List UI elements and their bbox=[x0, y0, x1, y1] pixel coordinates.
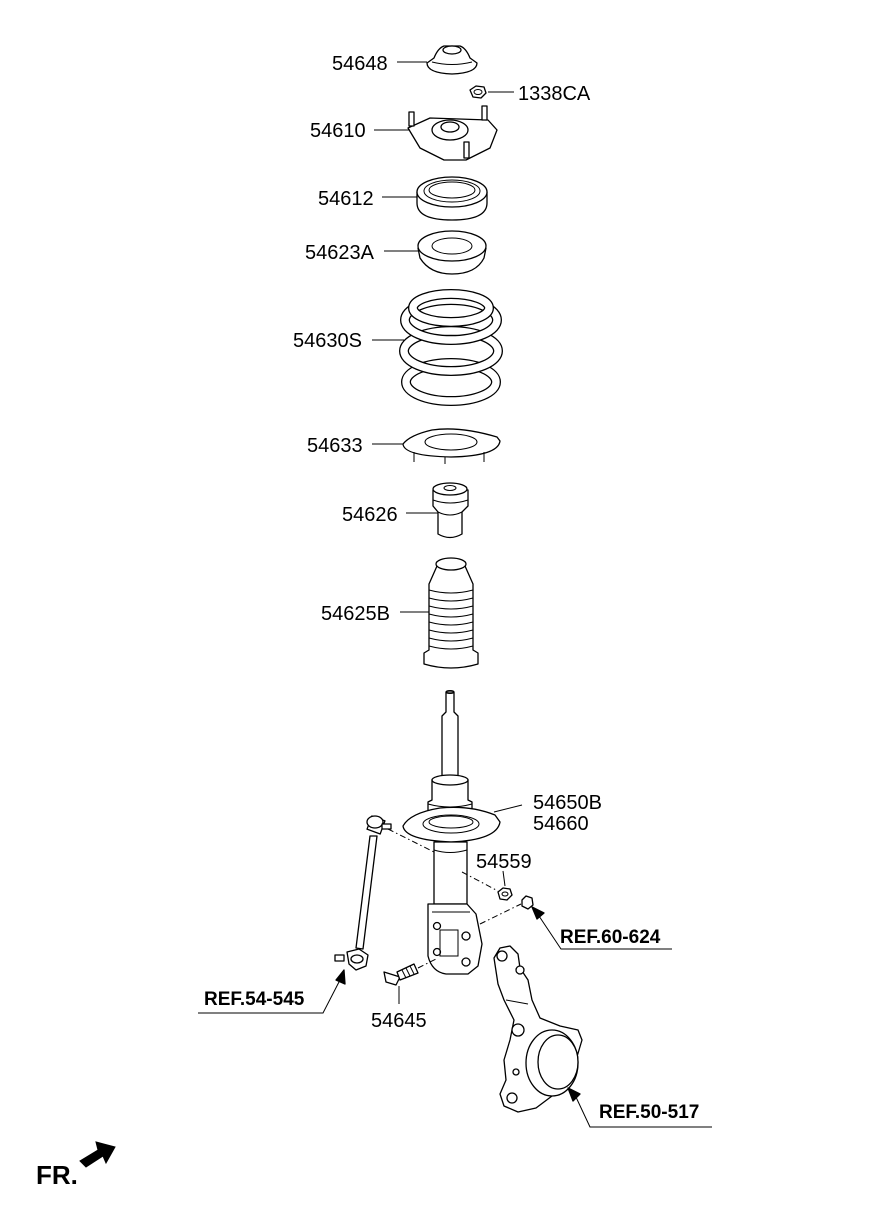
fr-label: FR. bbox=[36, 1160, 78, 1190]
label-54633: 54633 bbox=[307, 435, 363, 457]
label-54623a: 54623A bbox=[305, 242, 375, 264]
arrow-ref60 bbox=[531, 906, 545, 920]
part-54612-bearing bbox=[416, 176, 488, 221]
label-54650b: 54650B bbox=[533, 792, 602, 814]
part-54623a-pad bbox=[417, 230, 487, 275]
leader-54559 bbox=[502, 870, 506, 887]
part-ref60-nut bbox=[521, 895, 534, 910]
leader-54650b bbox=[493, 804, 523, 813]
label-54625b: 54625B bbox=[321, 603, 390, 625]
ref-54-545[interactable]: REF.54-545 bbox=[204, 989, 305, 1010]
label-54630s: 54630S bbox=[293, 330, 362, 352]
label-54612: 54612 bbox=[318, 188, 374, 210]
part-54645-bolt bbox=[383, 963, 419, 986]
label-54645: 54645 bbox=[371, 1010, 427, 1032]
leader-ref50 bbox=[574, 1094, 712, 1128]
fr-arrow-icon bbox=[79, 1141, 116, 1168]
label-54559: 54559 bbox=[476, 851, 532, 873]
part-54648-cap bbox=[426, 45, 478, 75]
part-54626-bumper bbox=[432, 482, 469, 539]
label-1338ca: 1338CA bbox=[518, 83, 591, 105]
bolt-axis-line bbox=[417, 957, 439, 969]
fr-direction-indicator: FR. bbox=[36, 1141, 116, 1190]
part-54610-mount bbox=[407, 105, 498, 161]
label-54648: 54648 bbox=[332, 53, 388, 75]
part-steering-knuckle bbox=[493, 945, 583, 1113]
part-54625b-boot bbox=[423, 557, 479, 669]
leader-ref54 bbox=[198, 979, 341, 1014]
leader-ref60 bbox=[536, 912, 672, 950]
label-54660: 54660 bbox=[533, 813, 589, 835]
part-54559-nut bbox=[497, 887, 513, 901]
ref-50-517[interactable]: REF.50-517 bbox=[599, 1102, 699, 1123]
part-54630s-spring bbox=[399, 289, 503, 406]
arrow-ref50 bbox=[567, 1087, 581, 1102]
part-54633-lower-pad bbox=[402, 428, 501, 464]
part-1338ca-nut bbox=[469, 85, 487, 99]
arrow-ref54 bbox=[335, 969, 346, 985]
label-54626: 54626 bbox=[342, 504, 398, 526]
ref60-axis-line bbox=[479, 903, 522, 925]
ref-60-624[interactable]: REF.60-624 bbox=[560, 927, 661, 948]
part-54650b-strut bbox=[402, 690, 501, 975]
link-axis-line bbox=[387, 828, 435, 853]
part-stabilizer-link bbox=[334, 815, 392, 971]
label-54610: 54610 bbox=[310, 120, 366, 142]
